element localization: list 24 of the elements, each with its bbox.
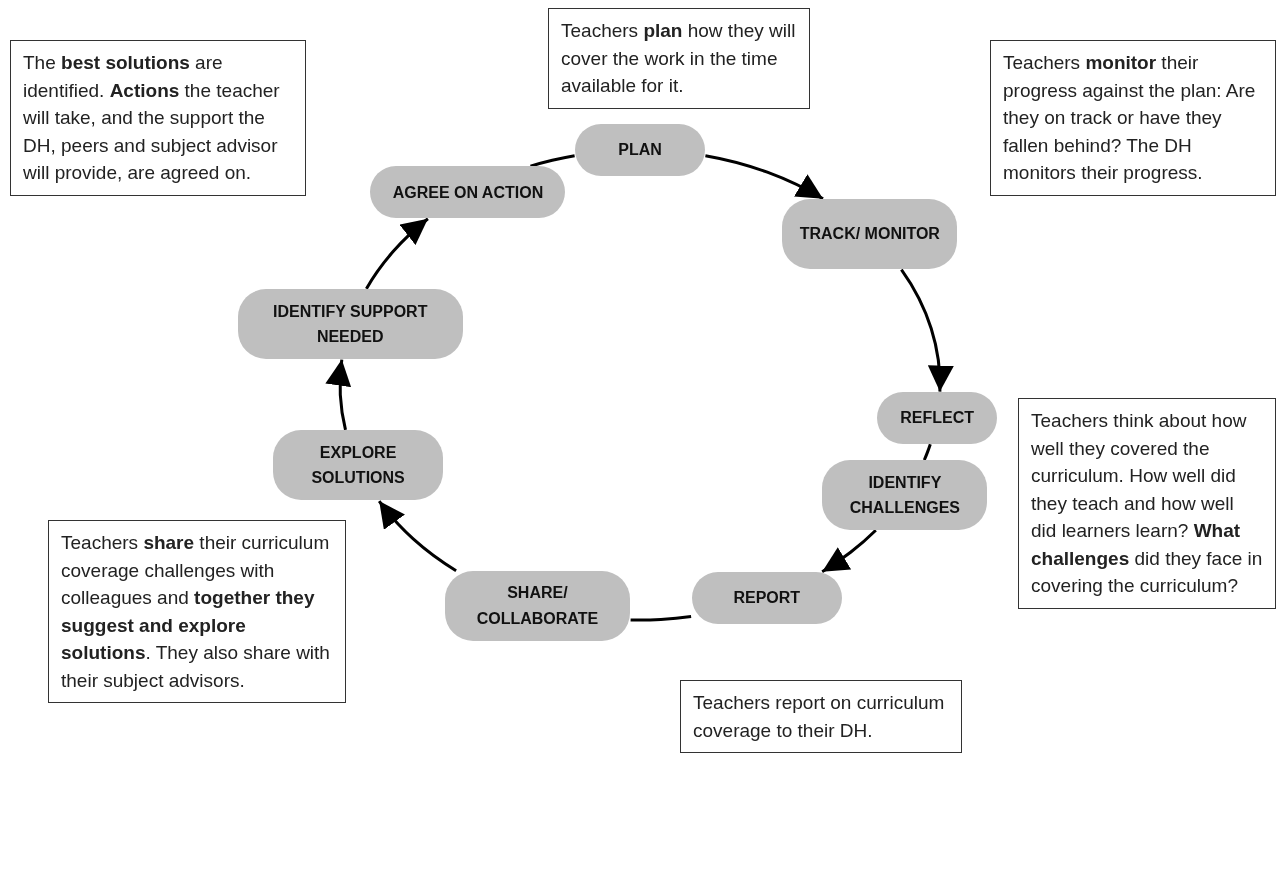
note-box: Teachers think about how well they covered the curriculum. How well did they teach and how well did learners learn? What challenges did they face in covering the curriculum? — [1018, 398, 1276, 609]
stage-pill: EXPLORE SOLUTIONS — [273, 430, 444, 501]
note-box: Teachers plan how they will cover the work in the time available for it. — [548, 8, 810, 109]
arrow — [365, 217, 429, 290]
stage-pill: IDENTIFY CHALLENGES — [822, 460, 988, 531]
connector-line — [922, 443, 932, 461]
arrow — [325, 359, 352, 431]
note-box: Teachers share their curriculum coverage challenges with colleagues and together they suggest and explore solutions. They also share with their subject advisors. — [48, 520, 346, 704]
stage-pill: PLAN — [575, 124, 705, 176]
stage-pill: REFLECT — [877, 391, 998, 444]
note-box: The best solutions are identified. Actions the teacher will take, and the support the DH, peers and subject advisor will provide, are agreed on. — [10, 40, 306, 196]
connector-line — [630, 615, 692, 622]
stage-pill: TRACK/ MONITOR — [782, 198, 958, 269]
arrow — [705, 154, 824, 201]
arrow — [378, 500, 457, 572]
arrow — [821, 529, 877, 573]
stage-pill: IDENTIFY SUPPORT NEEDED — [237, 289, 463, 360]
stage-pill: SHARE/ COLLABORATE — [444, 570, 630, 641]
stage-pill: REPORT — [691, 571, 842, 624]
stage-pill: AGREE ON ACTION — [370, 166, 566, 219]
arrow — [900, 268, 953, 392]
note-box: Teachers report on curriculum coverage to their DH. — [680, 680, 962, 754]
connector-line — [530, 154, 575, 168]
note-box: Teachers monitor their progress against the plan: Are they on track or have they fallen behind? The DH monitors their progress. — [990, 40, 1276, 196]
